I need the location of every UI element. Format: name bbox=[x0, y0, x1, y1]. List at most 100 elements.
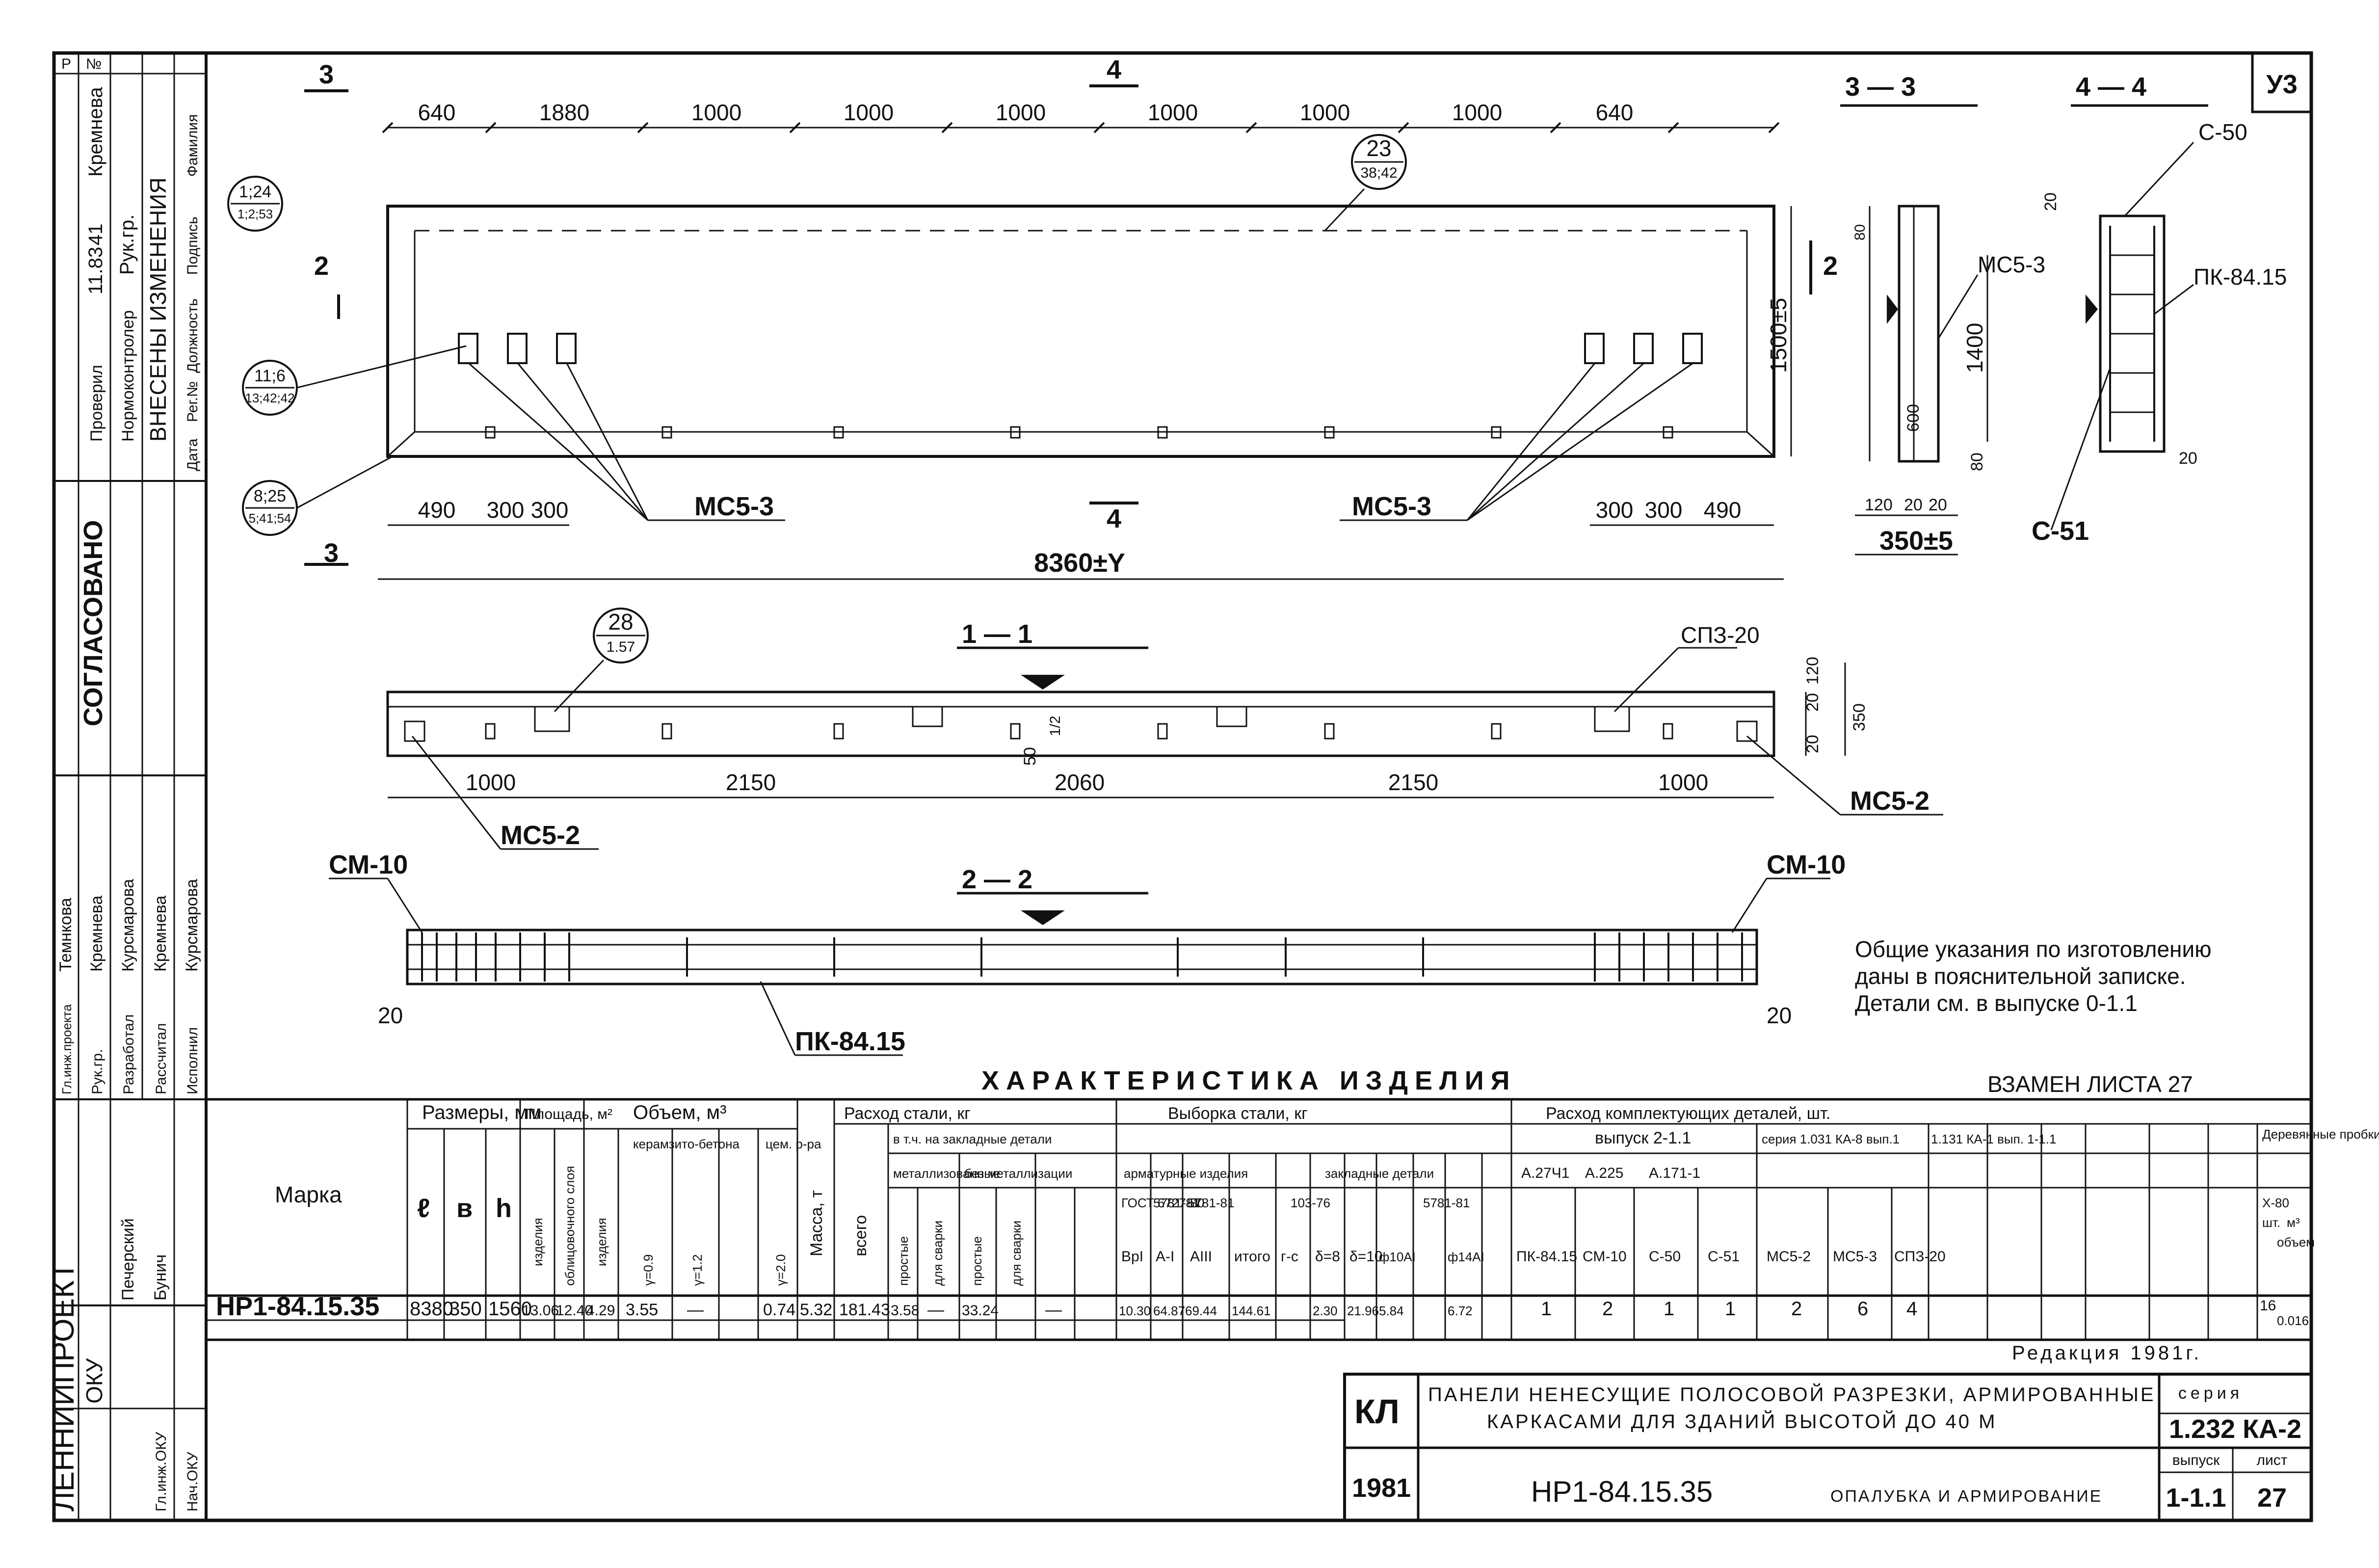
name-group-head: Кремнева bbox=[87, 896, 106, 972]
strip-header-no: № bbox=[86, 56, 102, 72]
row-wood-volume: 0.016 bbox=[2277, 1313, 2309, 1328]
sec33-d1400: 1400 bbox=[1962, 323, 1987, 373]
hdr-volume: Объем, м³ bbox=[633, 1102, 727, 1123]
row-vol-g1: 3.55 bbox=[626, 1301, 658, 1319]
role-chief-engineer: Гл.инж.проекта bbox=[59, 1004, 74, 1094]
hdr-wood-0: Х-80 bbox=[2262, 1196, 2289, 1210]
stamp-title-2: КАРКАСАМИ ДЛЯ ЗДАНИЙ ВЫСОТОЙ ДО 40 М bbox=[1487, 1410, 1997, 1433]
hdr-area-facing: облицовочного слоя bbox=[562, 1166, 577, 1286]
plan-overall-length: 8360±Y bbox=[1034, 548, 1125, 578]
plan-dim-bottom-left-1: 300 bbox=[487, 497, 525, 523]
section-3-3: 3 — 3 МС5-3 80 1400 600 80 120 20 20 350… bbox=[1840, 72, 2045, 556]
hdr-steel-metal: металлизованные bbox=[893, 1166, 1000, 1181]
sec11-d20b: 20 bbox=[1803, 735, 1822, 753]
hdr-steel-sub-0: простые bbox=[896, 1236, 911, 1286]
row-wood-count: 16 bbox=[2260, 1298, 2276, 1314]
sec22-cm10-left: СМ-10 bbox=[329, 850, 408, 879]
plan-view: 640 1880 1000 1000 1000 1000 1000 1000 6… bbox=[227, 55, 1838, 580]
sec11-dim-2: 2060 bbox=[1055, 770, 1105, 795]
hdr-steel-sub-3: для сварки bbox=[1009, 1221, 1024, 1286]
sec11-mc52-right: МС5-2 bbox=[1850, 786, 1930, 816]
small-inserts bbox=[485, 426, 1673, 439]
plan-dim-top-5: 1000 bbox=[1148, 100, 1198, 125]
sec44-c50: С-50 bbox=[2198, 119, 2247, 145]
row-sample-2: 69.44 bbox=[1185, 1303, 1217, 1318]
view-arrow-1 bbox=[1021, 675, 1065, 690]
table-row-lines bbox=[407, 1123, 2311, 1189]
hdr-sample: Выборка стали, кг bbox=[1168, 1104, 1307, 1123]
section-mark-4-top: 4 bbox=[1089, 55, 1138, 87]
plan-dim-top-7: 1000 bbox=[1452, 100, 1502, 125]
row-sample-1: 64.87 bbox=[1153, 1303, 1185, 1318]
plan-dim-bottom-right-1: 300 bbox=[1645, 497, 1683, 523]
hdr-part-5: МС5-3 bbox=[1833, 1249, 1877, 1265]
sec22-pk: ПК-84.15 bbox=[795, 1027, 905, 1056]
callout-circle-3: 8;25 5;41;54 bbox=[242, 455, 393, 536]
leader-mc53-left bbox=[468, 362, 785, 521]
hdr-vol-g2: γ=1.2 bbox=[690, 1254, 705, 1286]
left-title-strip: Р № Проверил Нормоконтролер ВНЕСЕНЫ ИЗМЕ… bbox=[47, 53, 206, 1520]
table-replace-note: ВЗАМЕН ЛИСТА 27 bbox=[1987, 1071, 2193, 1097]
svg-text:11;6: 11;6 bbox=[254, 367, 286, 385]
hdr-cls-3: итого bbox=[1234, 1249, 1270, 1265]
hdr-cls-5: δ=8 bbox=[1315, 1249, 1340, 1265]
plan-dim-top-0: 640 bbox=[418, 100, 456, 125]
row-sample-3: 144.61 bbox=[1232, 1303, 1271, 1318]
role-group-head: Рук.гр. bbox=[89, 1049, 106, 1094]
sec44-c51: С-51 bbox=[2032, 516, 2089, 546]
row-part-3: 1 bbox=[1725, 1298, 1736, 1320]
characteristics-table: ХАРАКТЕРИСТИКА ИЗДЕЛИЯ ВЗАМЕН ЛИСТА 27 bbox=[205, 1066, 2379, 1364]
row-mass: 5.32 bbox=[800, 1301, 832, 1319]
stamp-issue-label: выпуск bbox=[2172, 1452, 2220, 1468]
hdr-album-2: А.171-1 bbox=[1649, 1165, 1700, 1181]
change-col-reg: Рег.№ bbox=[185, 381, 201, 422]
row-part-2: 1 bbox=[1664, 1298, 1674, 1320]
row-vol-g3: 0.74 bbox=[763, 1301, 795, 1319]
hdr-album-1: А.225 bbox=[1585, 1165, 1623, 1181]
sec11-d20a: 20 bbox=[1803, 693, 1822, 712]
stamp-series: 1.232 КА-2 bbox=[2169, 1414, 2301, 1444]
hdr-parts-ser2: 1.131 КА-1 вып. 1-1.1 bbox=[1931, 1132, 2056, 1146]
section-mark-2-right: 2 bbox=[1809, 240, 1838, 294]
name-chief-oku: Бунич bbox=[151, 1254, 170, 1301]
sec33-d20b: 20 bbox=[1929, 496, 1947, 514]
hdr-wood: Деревянные пробки bbox=[2262, 1127, 2379, 1142]
change-row-position: Рук.гр. bbox=[116, 214, 138, 275]
stamp-issue: 1-1.1 bbox=[2166, 1483, 2226, 1513]
hdr-part-3: С-51 bbox=[1708, 1249, 1740, 1265]
hdr-album-0: А.27Ч1 bbox=[1521, 1165, 1569, 1181]
row-steel-all: 181.43 bbox=[839, 1301, 890, 1319]
hdr-dim-l: ℓ bbox=[417, 1194, 430, 1223]
hdr-cls-0: ВрI bbox=[1121, 1249, 1143, 1265]
section-2-2: 2 — 2 bbox=[329, 850, 1846, 1056]
svg-text:4: 4 bbox=[1107, 55, 1121, 84]
plan-dim-bottom-left-2: 300 bbox=[531, 497, 569, 523]
row-sample-7: 5.84 bbox=[1379, 1303, 1404, 1318]
hdr-parts-vyp: выпуск 2-1.1 bbox=[1595, 1129, 1691, 1147]
sec44-title: 4 — 4 bbox=[2076, 72, 2146, 102]
name-head-oku: Печерский bbox=[119, 1218, 137, 1301]
svg-text:1;2;53: 1;2;53 bbox=[238, 207, 273, 221]
plan-dim-top-2: 1000 bbox=[691, 100, 741, 125]
hdr-area-product: изделия bbox=[530, 1218, 545, 1266]
change-col-date: Дата bbox=[185, 438, 201, 471]
sheet-number-box: У3 bbox=[2251, 52, 2313, 113]
hdr-part-4: МС5-2 bbox=[1767, 1249, 1811, 1265]
note-line-0: Общие указания по изготовлению bbox=[1855, 936, 2212, 962]
hdr-part-0: ПК-84.15 bbox=[1516, 1249, 1577, 1265]
hdr-wood-3: объем bbox=[2277, 1235, 2315, 1249]
stamp-sheet: 27 bbox=[2257, 1483, 2287, 1513]
name-chief-engineer: Темнкова bbox=[56, 898, 75, 972]
svg-text:2: 2 bbox=[314, 251, 329, 281]
callout-circle-top: 23 38;42 bbox=[1324, 134, 1407, 232]
row-part-6: 4 bbox=[1906, 1298, 1917, 1320]
hdr-cls-7: ф10АI bbox=[1379, 1249, 1416, 1264]
sec33-d120: 120 bbox=[1865, 496, 1893, 514]
sec11-d120: 120 bbox=[1803, 657, 1822, 685]
change-row-reg: 41 bbox=[85, 224, 106, 246]
row-l: 8380 bbox=[410, 1298, 453, 1320]
plan-dim-top-6: 1000 bbox=[1300, 100, 1350, 125]
hdr-steel-all: всего bbox=[851, 1215, 870, 1256]
title-block: КЛ 1981 ПАНЕЛИ НЕНЕСУЩИЕ ПОЛОСОВОЙ РАЗРЕ… bbox=[1343, 1373, 2313, 1522]
